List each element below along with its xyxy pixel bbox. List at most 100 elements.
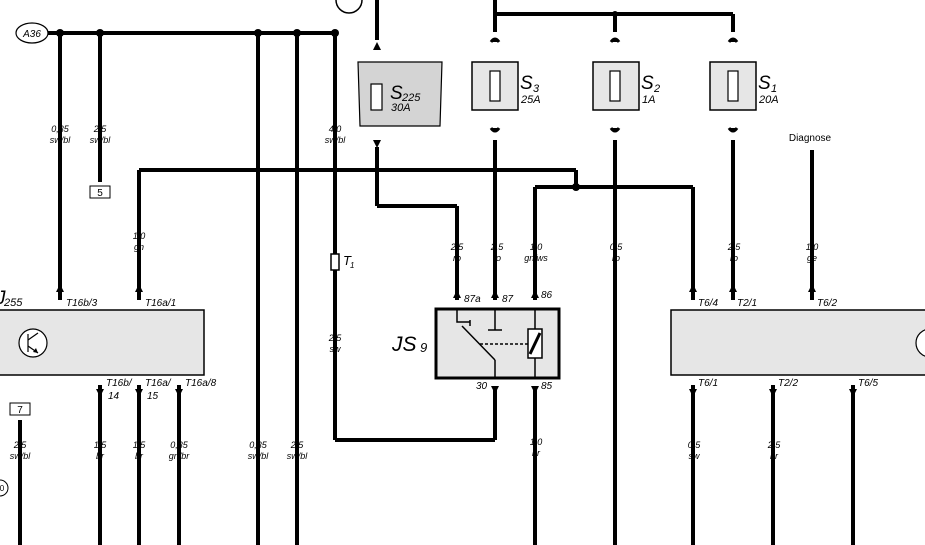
relay-pin-86: 86 (541, 290, 553, 301)
wire-label-size: 0,5 (688, 440, 702, 450)
pin-t16b14-b: 14 (108, 391, 120, 402)
junction-dot (56, 29, 64, 37)
junction-dot (254, 29, 262, 37)
pin-marker (531, 290, 539, 298)
relay-js9: JS 9 87a 87 86 30 85 (391, 290, 561, 392)
pin-t16b3: T16b/3 (66, 298, 98, 309)
pin-labels: T16b/3 T16a/1 T16b/ 14 T16a/ 15 T16a/8 T… (66, 298, 878, 402)
junction-dot (612, 11, 618, 17)
pin-marker (373, 42, 381, 50)
pin-marker (849, 389, 857, 397)
pin-t62: T6/2 (817, 298, 837, 309)
wire-label-color: gn/ws (524, 253, 548, 263)
transistor-icon (18, 328, 48, 358)
wire-label-color: sw (330, 344, 342, 354)
wire-label-size: 1,5 (133, 440, 147, 450)
pin-t16b14-a: T16b/ (106, 378, 133, 389)
right-module (670, 309, 925, 376)
wire-label-color: ro (493, 253, 501, 263)
pin-marker (769, 389, 777, 397)
pin-markers (56, 42, 857, 397)
wire-label-size: 2,5 (727, 242, 742, 252)
pin-t22: T2/2 (778, 378, 798, 389)
wire-label-color: gn (134, 242, 144, 252)
wire-label-color: br (96, 451, 105, 461)
wire-label-color: br (770, 451, 779, 461)
ref-box-5-frame (89, 185, 111, 199)
pin-marker (689, 284, 697, 292)
wire-label-size: 1,0 (530, 437, 543, 447)
right-module-box (670, 309, 925, 376)
wire-label-size: 0,35 (170, 440, 189, 450)
relay-js9-letter: JS (391, 333, 417, 356)
wire-label-color: br (135, 451, 144, 461)
relay-87a-contact (456, 309, 470, 323)
fuse-s3: S 3 25A (471, 37, 541, 133)
transistor-icon-collector (27, 332, 39, 341)
fuse-s3-letter: S (520, 73, 533, 94)
wire-label-color: sw/bl (10, 451, 32, 461)
pin-t16a8: T16a/8 (185, 378, 217, 389)
connector-t1-num: 1 (350, 261, 354, 270)
relay-js9-num: 9 (420, 340, 427, 355)
pin-t61: T6/1 (698, 378, 718, 389)
fuse-s2-letter: S (641, 73, 654, 94)
relay-pin-30: 30 (476, 381, 488, 392)
wire-label-color: sw/bl (248, 451, 270, 461)
diagnose-label: Diagnose (789, 133, 832, 144)
wire-label-color: ro (453, 253, 461, 263)
wire-label-color: ro (612, 253, 620, 263)
junction-dot (293, 29, 301, 37)
fuse-s1-bottom-clip (727, 127, 739, 133)
pin-marker (96, 389, 104, 397)
pin-t65: T6/5 (858, 378, 878, 389)
fuse-s2-amp: 1A (642, 94, 655, 106)
pin-marker (531, 386, 539, 394)
connector-t1-letter: T (343, 253, 352, 268)
fuse-s225-amp: 30A (391, 102, 411, 114)
fuse-s1-element (727, 70, 739, 102)
wire-label-size: 0,5 (610, 242, 624, 252)
right-module-symbol (915, 329, 925, 357)
connector-a36: A36 (15, 22, 49, 44)
connector-t1: T 1 (330, 253, 354, 271)
ref-box-5: 5 (89, 185, 111, 199)
fuse-s2-element (609, 70, 621, 102)
pin-marker (175, 389, 183, 397)
relay-pin-87: 87 (502, 294, 514, 305)
ref-box-7-frame (9, 402, 31, 416)
transistor-icon-arrow (33, 348, 38, 353)
ref-box-5-label: 5 (97, 188, 103, 199)
wire-labels: 0,35 sw/bl 2,5 sw/bl 4,0 sw/bl 1,0 gn 2,… (10, 124, 819, 461)
control-unit-letter: J (0, 288, 6, 309)
pin-t16a15-a: T16a/ (145, 378, 172, 389)
wire-label-color: sw (689, 451, 701, 461)
fuse-s225-letter: S (390, 83, 403, 104)
connector-t1-body (330, 253, 340, 271)
pin-marker (729, 284, 737, 292)
fuse-s225-element (370, 83, 383, 111)
wire-label-color: sw/bl (50, 135, 72, 145)
ref-circle-0-frame (0, 479, 9, 497)
junction-dots (56, 11, 618, 191)
fuse-s2-bottom-clip (609, 127, 621, 133)
wire-label-size: 1,0 (530, 242, 543, 252)
ref-box-7-label: 7 (17, 405, 23, 416)
fuse-s1: S 1 20A (709, 37, 779, 133)
fuse-s1-letter: S (758, 73, 771, 94)
pin-marker (373, 140, 381, 148)
wire-label-color: ge (807, 253, 817, 263)
wire-label-size: 2,5 (328, 333, 343, 343)
control-unit-j255: J 255 (0, 288, 205, 376)
fuse-s3-bottom-clip (489, 127, 501, 133)
pin-marker (491, 386, 499, 394)
junction-dot (331, 29, 339, 37)
ref-circle-0-label: 0 (0, 484, 5, 493)
wire-label-color: br (532, 448, 541, 458)
pin-marker (689, 389, 697, 397)
wire-label-size: 2,5 (290, 440, 305, 450)
fuse-s2-top-clip (609, 37, 621, 43)
fuse-s3-element (489, 70, 501, 102)
relay-pin-87a: 87a (464, 294, 481, 305)
relay-coil-mark (528, 332, 542, 355)
